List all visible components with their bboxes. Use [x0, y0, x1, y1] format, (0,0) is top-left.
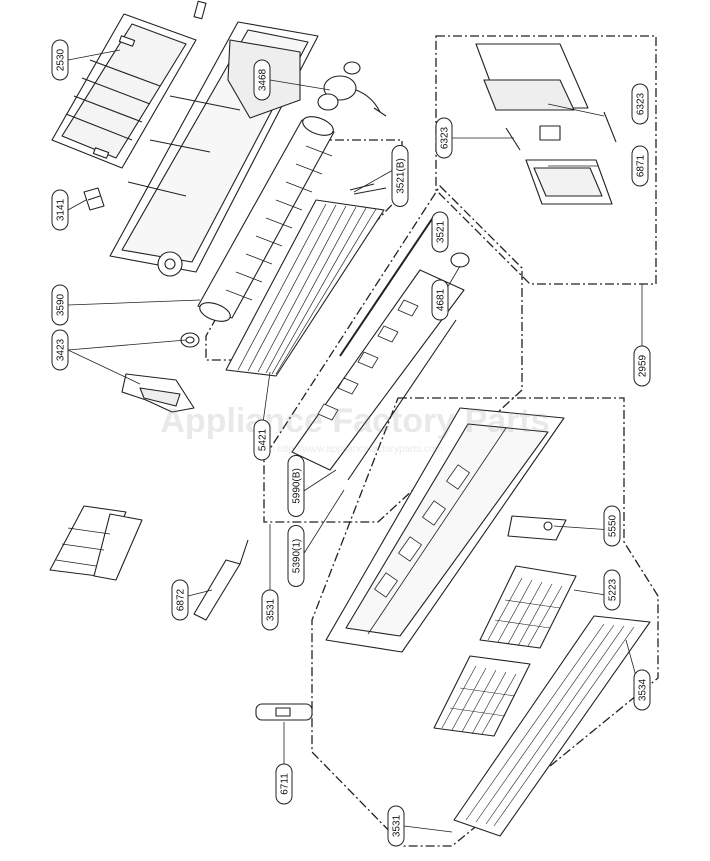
group-outline-vane-assembly [263, 184, 523, 523]
callout-5550: 5550 [603, 505, 621, 547]
bearing-part [180, 332, 200, 348]
callout-3534: 3534 [633, 669, 651, 711]
front-panel [453, 615, 651, 837]
watermark: Appliance Factory Parts © http://www.app… [160, 402, 549, 455]
callout-text: 5223 [608, 578, 619, 601]
callout-6711: 6711 [275, 763, 293, 805]
callout-pill [391, 145, 409, 207]
callout-pill [287, 455, 305, 517]
callout-5390: 5390(1) [287, 525, 305, 587]
callout-pill [253, 59, 271, 101]
callout-pill [631, 145, 649, 187]
callout-5223: 5223 [603, 569, 621, 611]
callout-pill [51, 189, 69, 231]
callout-pill [287, 525, 305, 587]
display-pcb [507, 515, 567, 541]
group-outline-front-panel [311, 397, 659, 847]
callout-text: 6872 [176, 588, 187, 611]
callout-text: 3590 [56, 293, 67, 316]
callout-labels: 2530 3141 3590 3423 3468 3521(B) 5421 3521 4681 5… [51, 39, 651, 847]
vane-motor [450, 252, 470, 268]
control-box [475, 43, 617, 205]
watermark-text: Appliance Factory Parts [160, 402, 549, 440]
callout-pill [431, 279, 449, 321]
callout-3468: 3468 [253, 59, 271, 101]
callout-text: 3423 [56, 338, 67, 361]
callout-5421: 5421 [253, 419, 271, 461]
callout-3423: 3423 [51, 329, 69, 371]
fan-motor [317, 61, 387, 117]
callout-text: 3531 [392, 814, 403, 837]
callout-3521b: 3521(B) [391, 145, 409, 207]
callout-text: 5390(1) [292, 539, 303, 573]
callout-pill [435, 117, 453, 159]
callout-pill [431, 211, 449, 253]
callout-2959: 2959 [633, 345, 651, 387]
remote-controller [255, 703, 313, 721]
callout-2530: 2530 [51, 39, 69, 81]
callout-text: 2959 [638, 354, 649, 377]
clip-part [83, 187, 105, 211]
callout-3531b: 3531 [387, 805, 405, 847]
callout-pill [603, 569, 621, 611]
callout-text: 4681 [436, 288, 447, 311]
callout-pill [633, 345, 651, 387]
callout-text: 6711 [280, 773, 291, 795]
callout-text: 3531 [266, 598, 277, 621]
callout-text: 5421 [258, 428, 269, 451]
callout-pill [51, 284, 69, 326]
side-cover [121, 373, 195, 413]
callout-text: 3468 [258, 68, 269, 91]
callout-text: 2530 [56, 48, 67, 71]
crossflow-fan [197, 116, 335, 322]
screw-part [193, 0, 207, 20]
callout-6323b: 6323 [631, 83, 649, 125]
callout-pill [603, 505, 621, 547]
callout-6872: 6872 [171, 579, 189, 621]
callout-3531: 3531 [261, 589, 279, 631]
callout-pill [631, 83, 649, 125]
callout-text: 5550 [608, 514, 619, 537]
callout-3141: 3141 [51, 189, 69, 231]
group-outline-control-box [435, 35, 657, 285]
callout-pill [253, 419, 271, 461]
callout-pill [633, 669, 651, 711]
callout-3521: 3521 [431, 211, 449, 253]
callout-text: 3534 [638, 678, 649, 701]
callout-6323: 6323 [435, 117, 453, 159]
callout-4681: 4681 [431, 279, 449, 321]
terminal-block [49, 505, 143, 581]
callout-text: 5990(B) [292, 468, 303, 504]
watermark-subtext: © http://www.appliancefactoryparts.com [267, 444, 443, 455]
callout-5990b: 5990(B) [287, 455, 305, 517]
callout-6871: 6871 [631, 145, 649, 187]
callout-text: 6871 [636, 154, 647, 177]
callout-text: 3521(B) [396, 158, 407, 194]
callout-pill [261, 589, 279, 631]
vane-assembly [291, 215, 465, 481]
callout-text: 6323 [440, 126, 451, 149]
callout-pill [387, 805, 405, 847]
callout-text: 3521 [436, 220, 447, 243]
callout-3590: 3590 [51, 284, 69, 326]
callout-text: 6323 [636, 92, 647, 115]
front-grille-frame [325, 407, 565, 653]
air-filter-upper [479, 565, 577, 649]
sensor-part [193, 539, 249, 621]
evaporator-coil [225, 183, 387, 377]
callout-pill [51, 329, 69, 371]
mounting-plate [51, 13, 197, 169]
air-filter-lower [433, 655, 531, 737]
callout-pill [171, 579, 189, 621]
callout-text: 3141 [56, 198, 67, 221]
callout-pill [275, 763, 293, 805]
callout-pill [51, 39, 69, 81]
